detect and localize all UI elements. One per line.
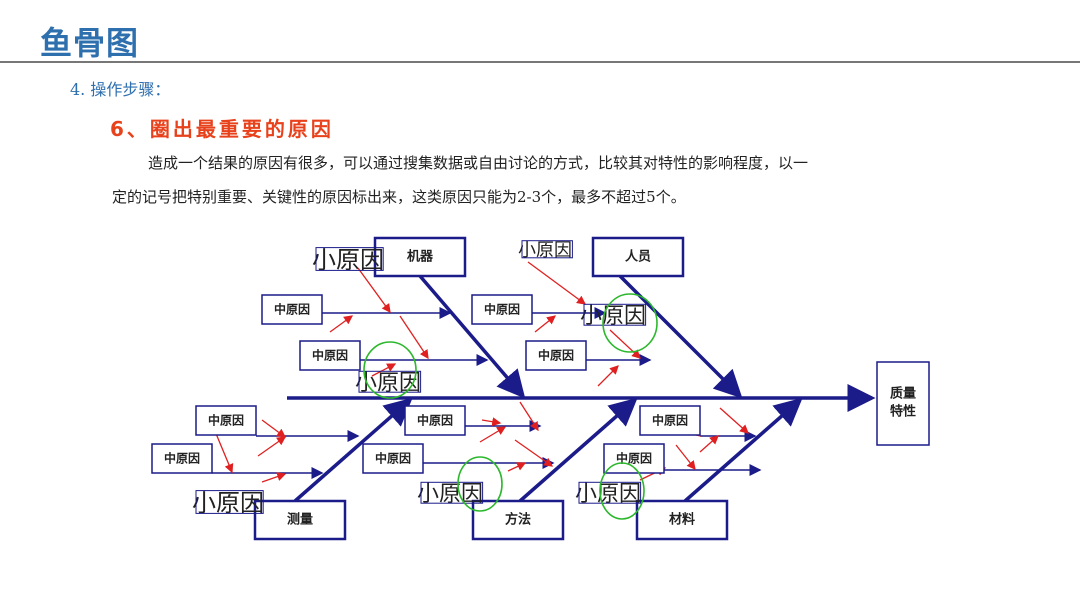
mid-cause-label: 中原因	[484, 302, 520, 317]
sub-cause-arrow	[609, 329, 641, 359]
sub-cause-arrow	[371, 363, 397, 377]
small-cause-box	[195, 490, 264, 514]
mid-cause-box	[603, 443, 665, 474]
sub-cause-arrow	[527, 261, 587, 305]
mid-cause-box	[639, 405, 701, 436]
category-label-measure: 测量	[287, 512, 313, 528]
effect-label: 特性	[890, 404, 916, 420]
mid-cause-box	[362, 443, 424, 474]
mid-cause-label: 中原因	[208, 413, 244, 428]
small-cause-label: 小原因	[312, 246, 384, 274]
category-box-machine	[373, 236, 467, 278]
sub-cause-arrow	[257, 436, 287, 457]
sub-cause-arrow	[329, 315, 354, 333]
small-cause-label: 小原因	[518, 240, 572, 261]
small-cause-label: 小原因	[192, 489, 264, 517]
sub-cause-arrow	[357, 267, 391, 314]
mid-cause-box	[195, 405, 257, 436]
mid-cause-box	[299, 340, 361, 371]
sub-cause-arrow	[261, 472, 287, 483]
small-cause-box	[521, 240, 573, 259]
sub-cause-arrow	[481, 417, 502, 427]
bone-people	[618, 274, 743, 399]
paragraph-line-2: 定的记号把特别重要、关键性的原因标出来，这类原因只能为2-3个，最多不超过5个。	[112, 188, 686, 206]
mid-cause-label: 中原因	[538, 348, 574, 363]
slide-title: 鱼骨图	[40, 24, 140, 62]
step-heading: 4. 操作步骤：	[70, 80, 171, 99]
sub-cause-arrow	[534, 315, 557, 333]
category-box-people	[591, 236, 685, 278]
mid-cause-box	[151, 443, 213, 474]
bone-machine	[418, 274, 526, 399]
paragraph-line-1: 造成一个结果的原因有很多，可以通过搜集数据或自由讨论的方式，比较其对特性的影响程…	[148, 154, 809, 172]
small-cause-box	[578, 481, 642, 504]
bone-measure	[293, 397, 413, 503]
effect-label: 质量	[890, 386, 916, 402]
mid-cause-box	[525, 340, 587, 371]
key-cause-circle	[363, 341, 417, 399]
mid-cause-label: 中原因	[375, 451, 411, 466]
category-box-measure	[253, 499, 347, 541]
sub-cause-arrow	[399, 315, 429, 360]
mid-cause-box	[471, 294, 533, 325]
title-divider	[0, 61, 1080, 63]
category-label-machine: 机器	[407, 249, 434, 265]
mid-cause-label: 中原因	[616, 451, 652, 466]
sub-cause-arrow	[507, 462, 527, 472]
category-label-material: 材料	[669, 512, 695, 528]
mid-cause-label: 中原因	[312, 348, 348, 363]
sub-cause-arrow	[597, 365, 619, 387]
category-label-people: 人员	[625, 249, 651, 265]
mid-cause-label: 中原因	[417, 413, 453, 428]
sub-cause-arrow	[699, 435, 719, 453]
key-cause-circle	[457, 456, 503, 512]
small-cause-box	[583, 303, 647, 326]
mid-cause-label: 中原因	[164, 451, 200, 466]
sub-cause-arrow	[514, 439, 554, 467]
key-cause-circle	[602, 293, 658, 353]
category-box-material	[635, 499, 729, 541]
mid-cause-label: 中原因	[274, 302, 310, 317]
small-cause-box	[420, 481, 484, 504]
bone-method	[518, 397, 638, 503]
sub-cause-arrow	[479, 426, 507, 443]
effect-box	[876, 361, 930, 446]
category-label-method: 方法	[505, 512, 531, 528]
sub-cause-arrow	[675, 444, 696, 471]
category-box-method	[471, 499, 565, 541]
small-cause-box	[315, 247, 384, 271]
sub-cause-arrow	[519, 401, 539, 432]
small-cause-box	[358, 370, 422, 393]
mid-cause-box	[404, 405, 466, 436]
mid-cause-label: 中原因	[652, 413, 688, 428]
sub-cause-arrow	[719, 407, 749, 434]
section-subtitle: 6、圈出最重要的原因	[110, 117, 334, 141]
key-cause-circle	[599, 462, 645, 520]
bone-material	[683, 397, 803, 503]
mid-cause-box	[261, 294, 323, 325]
sub-cause-arrow	[261, 419, 287, 438]
